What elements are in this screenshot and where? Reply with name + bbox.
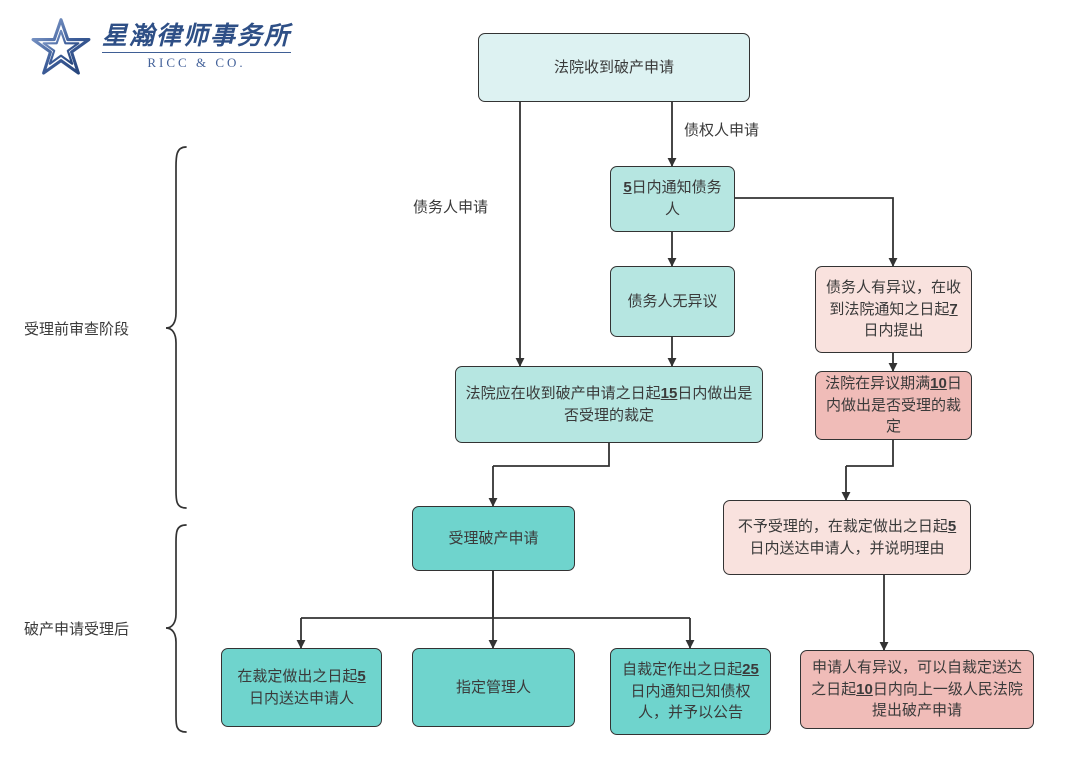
firm-name-cn: 星瀚律师事务所 — [102, 23, 292, 54]
node-serve-applicant-5-days[interactable]: 在裁定做出之日起5日内送达申请人 — [221, 648, 382, 727]
node-text: 5日内通知债务人 — [623, 179, 722, 218]
node-reject-serve-5-days[interactable]: 不予受理的，在裁定做出之日起5日内送达申请人，并说明理由 — [723, 500, 971, 575]
bus-ruling10-down — [846, 440, 894, 467]
edge-label-debtor-application: 债务人申请 — [413, 199, 489, 216]
node-court-receives-application[interactable]: 法院收到破产申请 — [478, 33, 750, 102]
node-text: 法院收到破产申请 — [553, 58, 674, 76]
brace-stage-1 — [165, 146, 187, 509]
node-debtor-objection-7-days[interactable]: 债务人有异议，在收到法院通知之日起7日内提出 — [815, 266, 972, 353]
node-applicant-objection-10-days[interactable]: 申请人有异议，可以自裁定送达之日起10日内向上一级人民法院提出破产申请 — [800, 650, 1034, 729]
node-text: 自裁定作出之日起25日内通知已知债权人，并予以公告 — [622, 660, 759, 722]
node-text: 受理破产申请 — [448, 529, 539, 547]
node-accept-bankruptcy-application[interactable]: 受理破产申请 — [412, 506, 575, 571]
firm-name-en: RICC & CO. — [147, 55, 246, 71]
node-notify-debtor-5-days[interactable]: 5日内通知债务人 — [610, 166, 735, 232]
stage-label-pre-acceptance: 受理前审查阶段 — [24, 321, 130, 338]
node-text: 法院应在收到破产申请之日起15日内做出是否受理的裁定 — [465, 384, 753, 424]
edge-notify-to-objection7 — [735, 197, 898, 267]
node-text: 指定管理人 — [455, 678, 531, 696]
node-text: 在裁定做出之日起5日内送达申请人 — [237, 667, 366, 707]
node-court-ruling-10-days[interactable]: 法院在异议期满10日内做出是否受理的裁定 — [815, 371, 972, 440]
node-text: 申请人有异议，可以自裁定送达之日起10日内向上一级人民法院提出破产申请 — [811, 658, 1023, 720]
node-text: 债务人有异议，在收到法院通知之日起7日内提出 — [825, 278, 961, 340]
edge-label-creditor-application: 债权人申请 — [684, 122, 760, 139]
node-notify-creditors-25-days[interactable]: 自裁定作出之日起25日内通知已知债权人，并予以公告 — [610, 648, 771, 735]
node-text: 不予受理的，在裁定做出之日起5日内送达申请人，并说明理由 — [737, 517, 957, 557]
node-text: 法院在异议期满10日内做出是否受理的裁定 — [825, 374, 962, 436]
firm-logo: 星瀚律师事务所 RICC & CO. — [30, 16, 292, 78]
bus-ruling-merge — [493, 443, 610, 467]
brace-stage-2 — [165, 524, 187, 733]
stage-label-post-acceptance: 破产申请受理后 — [24, 621, 130, 638]
node-debtor-no-objection[interactable]: 债务人无异议 — [610, 266, 735, 337]
bus-accept-split — [301, 571, 690, 619]
star-logo-icon — [30, 16, 92, 78]
node-text: 债务人无异议 — [627, 292, 718, 310]
node-appoint-administrator[interactable]: 指定管理人 — [412, 648, 575, 727]
node-court-ruling-15-days[interactable]: 法院应在收到破产申请之日起15日内做出是否受理的裁定 — [455, 366, 763, 443]
